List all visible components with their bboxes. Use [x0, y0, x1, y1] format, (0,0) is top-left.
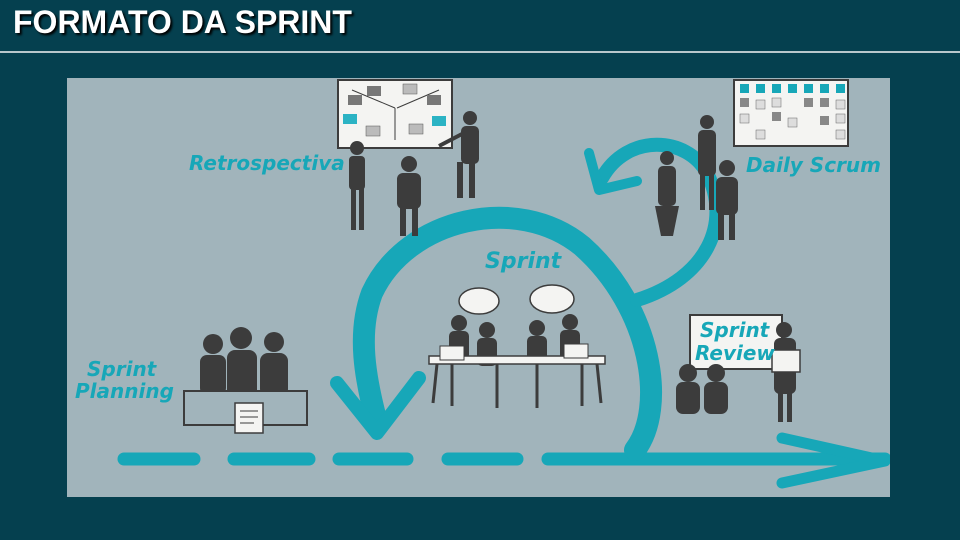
label-sprint-review-line2: Review: [695, 341, 775, 365]
label-sprint-review-line1: Sprint: [700, 318, 771, 342]
sprint-review-scene: [676, 314, 801, 422]
daily-scrum-team: [655, 115, 738, 240]
title-divider: [0, 51, 960, 53]
daily-scrum-board: [733, 79, 849, 147]
sprint-diagram: Retrospectiva Daily Scrum Sprint Sprint …: [75, 79, 890, 489]
sprint-planning-team: [183, 327, 308, 434]
sprint-illustration: Retrospectiva Daily Scrum Sprint Sprint …: [67, 78, 890, 497]
timeline-arrow: [117, 432, 890, 489]
label-sprint-planning-line2: Planning: [75, 379, 174, 403]
sprint-team: [428, 284, 606, 408]
label-daily-scrum: Daily Scrum: [746, 153, 881, 177]
label-sprint-planning-line1: Sprint: [87, 357, 158, 381]
label-retrospectiva: Retrospectiva: [189, 151, 345, 175]
sprint-loop-arrow: [330, 137, 724, 461]
retrospective-board: [337, 79, 453, 149]
retrospective-team: [349, 111, 479, 236]
slide-title: FORMATO DA SPRINT: [13, 4, 352, 40]
label-sprint: Sprint: [485, 249, 563, 274]
